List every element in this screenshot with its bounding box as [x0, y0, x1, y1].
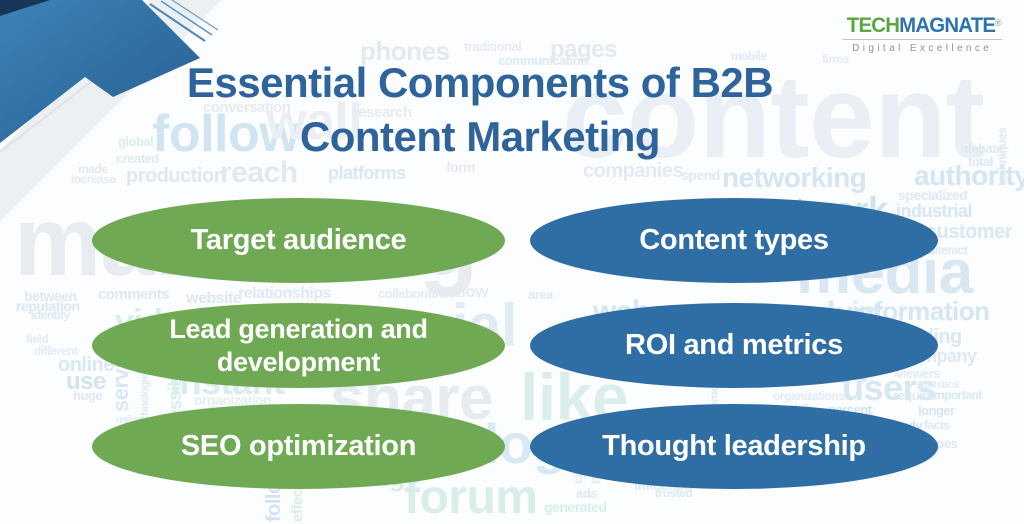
cloud-word: important: [931, 388, 982, 402]
cloud-word: different: [34, 344, 78, 358]
cloud-word: organization: [194, 392, 272, 408]
cloud-word: trusted: [655, 486, 693, 500]
cloud-word: ads: [576, 486, 597, 501]
cloud-word: reputation: [16, 298, 80, 314]
cloud-word: allow: [448, 282, 489, 301]
cloud-word: communication: [498, 53, 588, 68]
pill-green: SEO optimization: [92, 404, 505, 489]
cloud-word: global: [118, 134, 154, 149]
cloud-word: facts: [924, 418, 950, 432]
pill-blue: Thought leadership: [530, 404, 938, 489]
cloud-word: wall: [266, 93, 363, 151]
cloud-word: statistics: [916, 379, 959, 391]
pill-label: Target audience: [190, 224, 407, 256]
cloud-word: identity: [31, 308, 70, 322]
corner-ribbon-decoration: [0, 0, 222, 222]
cloud-word: production: [126, 165, 226, 187]
cloud-word: total: [968, 154, 993, 169]
logo-brand-tech: TECH: [847, 14, 900, 37]
pill-label: Content types: [639, 224, 829, 256]
cloud-word: collaboration: [378, 286, 454, 301]
title-line-1: Essential Components of B2B: [186, 59, 774, 106]
cloud-word: industrial: [896, 201, 973, 221]
cloud-word: longer: [918, 403, 955, 418]
cloud-word: research: [353, 104, 412, 121]
cloud-word: spend: [681, 167, 720, 183]
cloud-word: forum: [404, 471, 538, 524]
cloud-word: reach: [220, 156, 298, 189]
pill-label: ROI and metrics: [625, 329, 843, 361]
cloud-word: online: [58, 354, 114, 376]
cloud-word: networking: [722, 162, 867, 193]
cloud-word: using: [116, 414, 143, 426]
cloud-word: require: [893, 388, 934, 403]
cloud-word: specialized: [898, 187, 968, 203]
cloud-word: phones: [360, 36, 450, 66]
logo-brand-magnate: MAGNATE: [899, 14, 997, 37]
cloud-word: relationships: [238, 285, 332, 302]
pill-green: Lead generation and development: [92, 303, 505, 388]
cloud-word: companies: [583, 160, 683, 182]
cloud-word: content: [562, 51, 985, 183]
pill-blue: ROI and metrics: [530, 303, 938, 388]
cloud-word: comments: [98, 286, 170, 303]
pill-label: Thought leadership: [602, 430, 866, 462]
cloud-word: area: [528, 287, 553, 302]
cloud-word: authority: [914, 160, 1024, 191]
cloud-word: increase: [71, 172, 116, 186]
cloud-word: organizations: [773, 389, 845, 403]
cloud-word: created: [116, 151, 159, 166]
pill-label: Lead generation and development: [169, 314, 428, 377]
pill-green: Target audience: [92, 198, 505, 283]
cloud-word: form: [446, 159, 476, 175]
infographic-title: Essential Components of B2B Content Mark…: [0, 56, 960, 164]
techmagnate-logo: TECHMAGNATE® Digital Excellence: [842, 15, 1002, 54]
logo-tagline: Digital Excellence: [842, 39, 1002, 54]
logo-brand: TECHMAGNATE®: [847, 15, 1002, 36]
pill-blue: Content types: [530, 198, 938, 283]
pill-label: SEO optimization: [180, 430, 417, 462]
cloud-word: interact: [928, 243, 968, 257]
cloud-word: firms: [822, 52, 849, 66]
cloud-word: customer: [926, 221, 1013, 243]
cloud-word: between: [24, 288, 77, 304]
cloud-word: website: [186, 290, 242, 307]
registered-mark-icon: ®: [995, 18, 1002, 28]
cloud-word: mobile: [731, 49, 767, 63]
cloud-word: viewers: [896, 366, 941, 381]
cloud-word: field: [26, 332, 49, 346]
cloud-word: huge: [73, 388, 103, 403]
title-line-2: Content Marketing: [299, 112, 661, 160]
cloud-word: platforms: [328, 163, 406, 183]
cloud-word: generated: [544, 499, 607, 515]
cloud-word: debate: [964, 141, 1003, 156]
cloud-word: traditional: [464, 39, 522, 54]
cloud-word: made: [78, 162, 108, 176]
cloud-word: use: [66, 368, 106, 395]
cloud-word: conversation: [203, 99, 291, 116]
cloud-word: pages: [550, 36, 617, 63]
cloud-word: follow: [152, 105, 300, 163]
